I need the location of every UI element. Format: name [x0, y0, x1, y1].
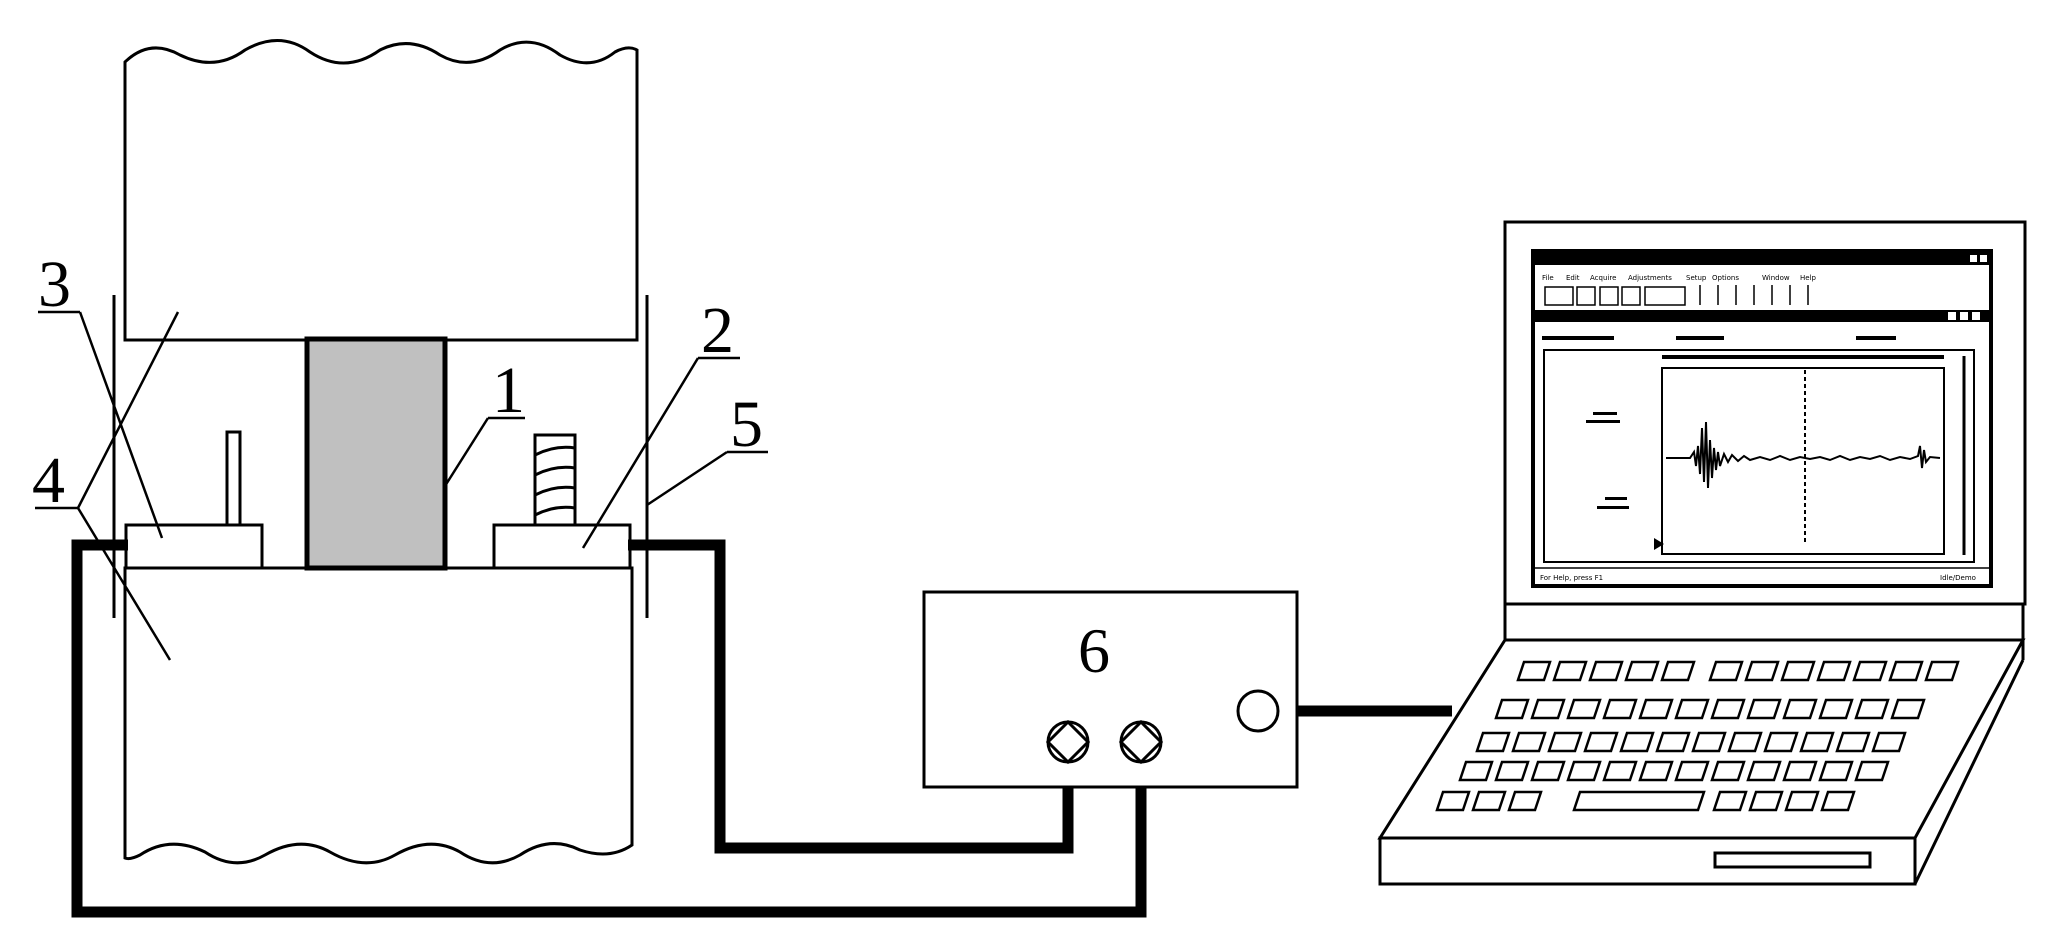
callout-2: 2	[701, 294, 734, 367]
callout-6: 6	[1078, 615, 1110, 686]
menu-edit: Edit	[1566, 274, 1580, 282]
callout-1: 1	[492, 354, 525, 427]
callout-labels: 1 2 3 4 5	[32, 248, 763, 517]
lower-platen	[123, 566, 634, 865]
upper-platen-outline	[123, 39, 639, 342]
signal-waveform	[1666, 421, 1941, 489]
menu-file: File	[1542, 274, 1554, 282]
specimen	[304, 336, 448, 571]
lower-platen-outline	[123, 566, 634, 865]
plot-frame-inner	[1661, 367, 1945, 555]
inner-window-titlebar	[1535, 310, 1989, 322]
laptop-trackpad-slot	[1713, 851, 1872, 869]
laptop-screen	[1531, 249, 1993, 588]
callout-3: 3	[38, 248, 71, 321]
screen-status-right: Idle/Demo	[1940, 574, 1976, 582]
plot-frame-outer	[1543, 349, 1975, 563]
right-sensor-block	[492, 523, 632, 570]
callout-4: 4	[32, 444, 65, 517]
menu-window: Window	[1762, 274, 1790, 282]
screen-ui: File Edit Acquire Adjustments Setup Opti…	[1535, 253, 1989, 582]
upper-platen	[123, 39, 639, 342]
menu-setup: Setup	[1686, 274, 1707, 282]
sensor-coil	[533, 433, 577, 527]
menu-adjustments: Adjustments	[1628, 274, 1672, 282]
screen-status-left: For Help, press F1	[1540, 574, 1603, 582]
cable-right-sensor	[628, 539, 1074, 854]
cable-left-sensor	[71, 539, 1147, 918]
signal-cables	[71, 539, 1452, 918]
left-sensor-pin	[225, 430, 242, 527]
keyboard-keys	[1435, 660, 1960, 812]
screen-toolbar	[1544, 285, 1809, 306]
plot-axis-labels	[1586, 412, 1629, 509]
amplifier-unit: 6	[922, 590, 1299, 789]
menu-help: Help	[1800, 274, 1817, 282]
menu-options: Options	[1712, 274, 1739, 282]
amplifier-box	[922, 590, 1299, 789]
screen-info-row	[1542, 336, 1896, 340]
screen-titlebar	[1535, 253, 1989, 265]
callout-5: 5	[730, 388, 763, 461]
menu-acquire: Acquire	[1590, 274, 1616, 282]
screen-menubar: File Edit Acquire Adjustments Setup Opti…	[1542, 274, 1817, 282]
output-connector	[1236, 689, 1280, 733]
callout-leaders	[35, 310, 768, 661]
input-connector-2	[1118, 719, 1164, 765]
trigger-marker	[1654, 538, 1664, 550]
input-connector-1	[1045, 719, 1091, 765]
left-sensor-block	[124, 523, 264, 570]
laptop: File Edit Acquire Adjustments Setup Opti…	[1377, 220, 2027, 886]
